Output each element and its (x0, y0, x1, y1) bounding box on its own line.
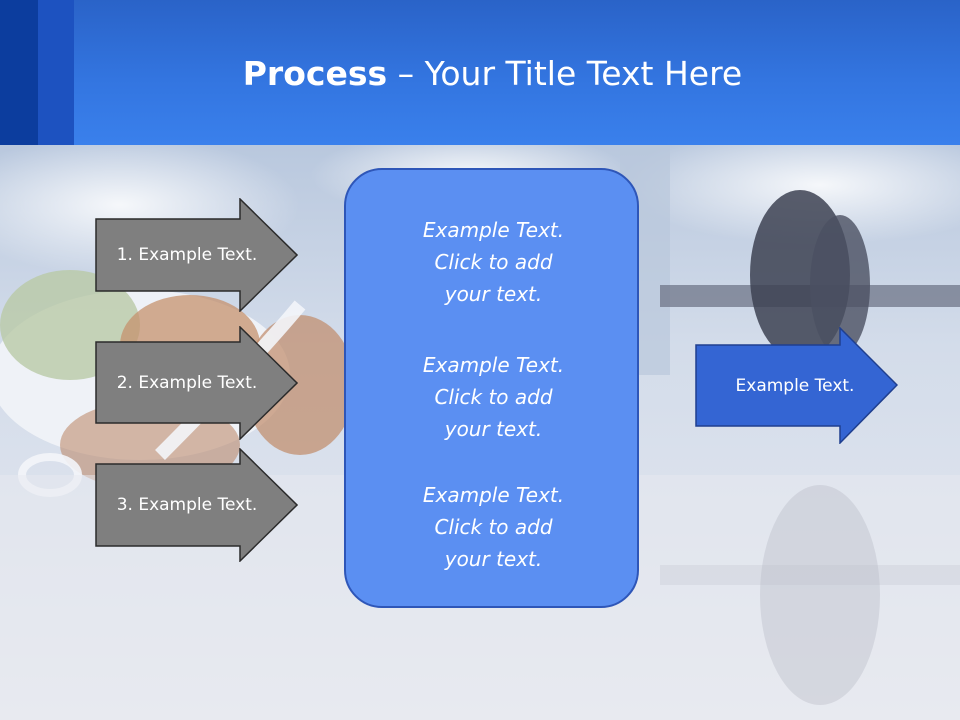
center-text-box: Example Text. Click to add your text. Ex… (344, 168, 639, 608)
center-text-line: your text. (444, 417, 543, 441)
title-accent-stripe (38, 0, 74, 145)
title-bold-text: Process (242, 54, 388, 93)
center-text-line: your text. (444, 282, 543, 306)
center-text-line: Example Text. (422, 483, 565, 507)
center-text-line: Click to add (434, 250, 553, 274)
result-arrow: Example Text. (695, 327, 898, 444)
center-text-line: Example Text. (422, 353, 565, 377)
slide-title: Process – Your Title Text Here (0, 52, 960, 96)
result-arrow-label: Example Text. (735, 375, 855, 396)
title-accent-stripe (0, 0, 38, 145)
center-text-line: your text. (444, 547, 543, 571)
step-arrow-2: 2. Example Text. (95, 326, 298, 440)
center-text-block-1: Example Text. Click to add your text. (346, 214, 641, 310)
center-text-line: Click to add (434, 515, 553, 539)
center-text-block-3: Example Text. Click to add your text. (346, 479, 641, 575)
step-arrow-3: 3. Example Text. (95, 448, 298, 562)
center-text-line: Click to add (434, 385, 553, 409)
step-arrow-label: 2. Example Text. (116, 373, 258, 393)
center-text-block-2: Example Text. Click to add your text. (346, 349, 641, 445)
title-bar: Process – Your Title Text Here (0, 0, 960, 145)
step-arrow-label: 1. Example Text. (116, 245, 258, 265)
step-arrow-label: 3. Example Text. (116, 495, 258, 515)
title-rest-text: – Your Title Text Here (387, 54, 743, 93)
center-text-line: Example Text. (422, 218, 565, 242)
step-arrow-1: 1. Example Text. (95, 198, 298, 312)
